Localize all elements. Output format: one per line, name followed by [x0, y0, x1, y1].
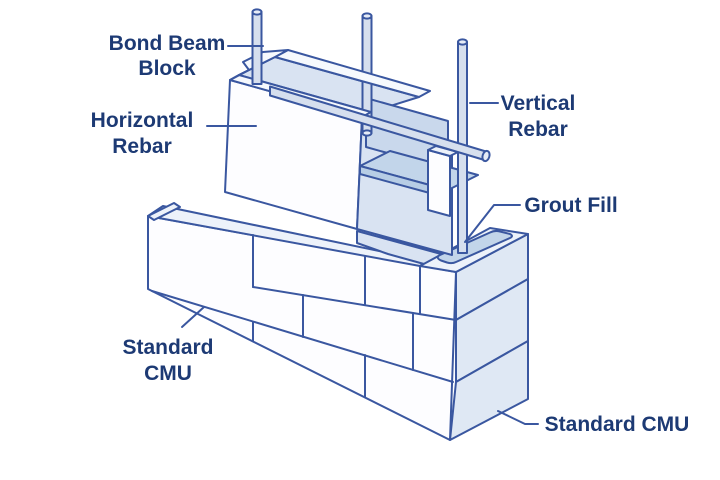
grout-fill-leader-line — [464, 204, 521, 243]
standard-cmu-right-leader-line — [497, 410, 539, 425]
bond-beam-block-label: Bond Beam Block — [109, 32, 264, 80]
standard-cmu-left-label-line1: Standard — [122, 336, 213, 359]
standard-cmu-left-leader-line — [181, 306, 205, 328]
horizontal-rebar-label: Horizontal Rebar — [91, 109, 257, 158]
standard-cmu-left-label-line2: CMU — [144, 362, 192, 385]
vertical-rebar-label-line2: Rebar — [508, 118, 568, 141]
vertical-rebar-label: Vertical Rebar — [469, 92, 576, 141]
standard-cmu-right-label-text: Standard CMU — [545, 413, 690, 436]
open-cell-step-line — [379, 236, 441, 254]
wall-left-end-flap — [147, 202, 181, 221]
vertical-rebar-label-line1: Vertical — [501, 92, 576, 115]
labels: Bond Beam Block Horizontal Rebar Vertica… — [91, 32, 690, 436]
wall-right-end-bottom-block — [449, 340, 529, 441]
bond-beam-label-line2: Block — [138, 57, 196, 80]
bed-joint-upper — [252, 286, 457, 321]
grout-fill-label-text: Grout Fill — [524, 194, 617, 217]
grout-fill-label: Grout Fill — [464, 194, 618, 243]
horizontal-rebar-bar — [269, 85, 491, 163]
standard-cmu-left-label: Standard CMU — [122, 306, 214, 385]
bond-beam-block — [224, 12, 479, 256]
standard-cmu-right-label: Standard CMU — [497, 410, 690, 436]
head-joints-middle-course — [302, 294, 414, 371]
grout-fill-surface — [436, 229, 513, 265]
horizontal-rebar-label-line2: Rebar — [112, 135, 172, 158]
bond-beam-label-line1: Bond Beam — [109, 32, 226, 55]
bond-beam-end-web-front — [427, 149, 451, 217]
head-joints-bottom-course — [252, 321, 366, 398]
cmu-wall — [147, 202, 529, 441]
vertical-rebar-1 — [251, 8, 263, 85]
horizontal-rebar-label-line1: Horizontal — [91, 109, 194, 132]
head-joints-top-course — [252, 234, 421, 315]
